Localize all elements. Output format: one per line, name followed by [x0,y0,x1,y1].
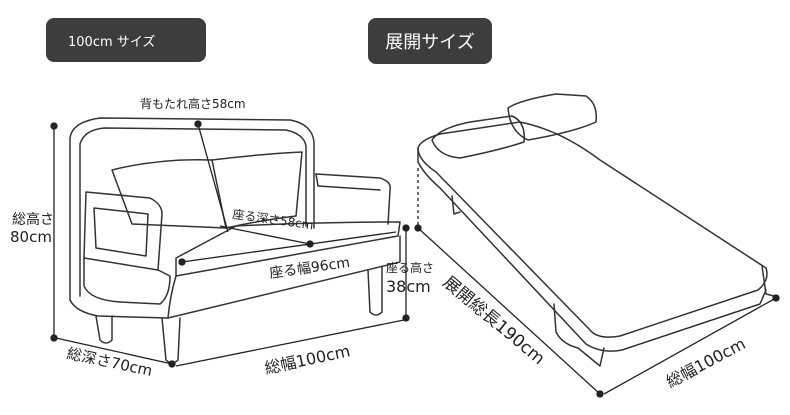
right-armrest [315,173,392,225]
leg-front-right [367,265,383,316]
label-total-width-bed: 総幅100cm [663,334,749,392]
left-armrest [83,191,163,271]
left-armrest-inner [93,207,149,257]
pillow-right [507,93,598,141]
label-back-height: 背もたれ高さ58cm [140,96,246,111]
mattress-side [417,147,767,352]
dim-dot [168,360,176,368]
back-pillow-left [111,158,227,229]
expanded-size-badge: 展開サイズ [368,18,492,64]
bed-drawing [417,93,775,367]
dim-total-width-line [175,319,405,367]
expanded-size-badge-label: 展開サイズ [385,32,475,53]
dim-seat-width-line [181,231,397,263]
dim-dot [402,224,410,232]
dim-dot [194,120,202,128]
dim-dot [50,122,58,130]
label-seat-width: 座る幅96cm [268,255,351,282]
pillow-left [431,115,525,159]
dimension-lines-left [50,120,410,368]
label-seat-height-top: 座る高さ [386,260,434,275]
dimension-lines-right [414,168,780,398]
label-seat-height-bottom: 38cm [386,277,431,296]
label-total-height-bottom: 80cm [10,228,52,246]
dim-back-height-line [197,123,229,233]
sofa-back-inner [79,127,307,297]
bed-frame-left-leg [451,195,461,215]
label-seat-depth: 座る深さ58cm [232,206,315,232]
size-badge-100cm: 100cm サイズ [46,18,206,62]
size-badge-100cm-label: 100cm サイズ [68,34,156,50]
sofa-drawing [69,117,401,364]
mattress-top [417,121,768,338]
dimension-labels: 背もたれ高さ58cm 総高さ 80cm 座る深さ58cm 座る幅96cm 座る高… [10,96,749,392]
bed-frame-back-leg [761,265,775,297]
seat-cushion [175,221,401,277]
back-pillow-right [211,151,303,229]
dim-bed-width-line [603,297,777,395]
bed-frame-foot [553,303,605,367]
dim-total-depth-line [55,337,173,365]
label-total-height-top: 総高さ [12,211,54,228]
dim-dot [402,314,410,322]
sofa-base [69,299,169,319]
dim-dot [178,258,186,266]
label-total-width-sofa: 総幅100cm [263,341,352,378]
left-arm-frame [83,257,171,305]
dim-seat-depth-line [219,225,311,245]
leg-front-left [161,317,181,364]
sofa-back-frame [69,117,315,301]
dim-expanded-length-line [417,227,601,395]
leg-back-left [95,315,113,344]
dim-dot [772,294,780,302]
dim-dot [596,390,604,398]
right-armrest-top [315,173,381,191]
